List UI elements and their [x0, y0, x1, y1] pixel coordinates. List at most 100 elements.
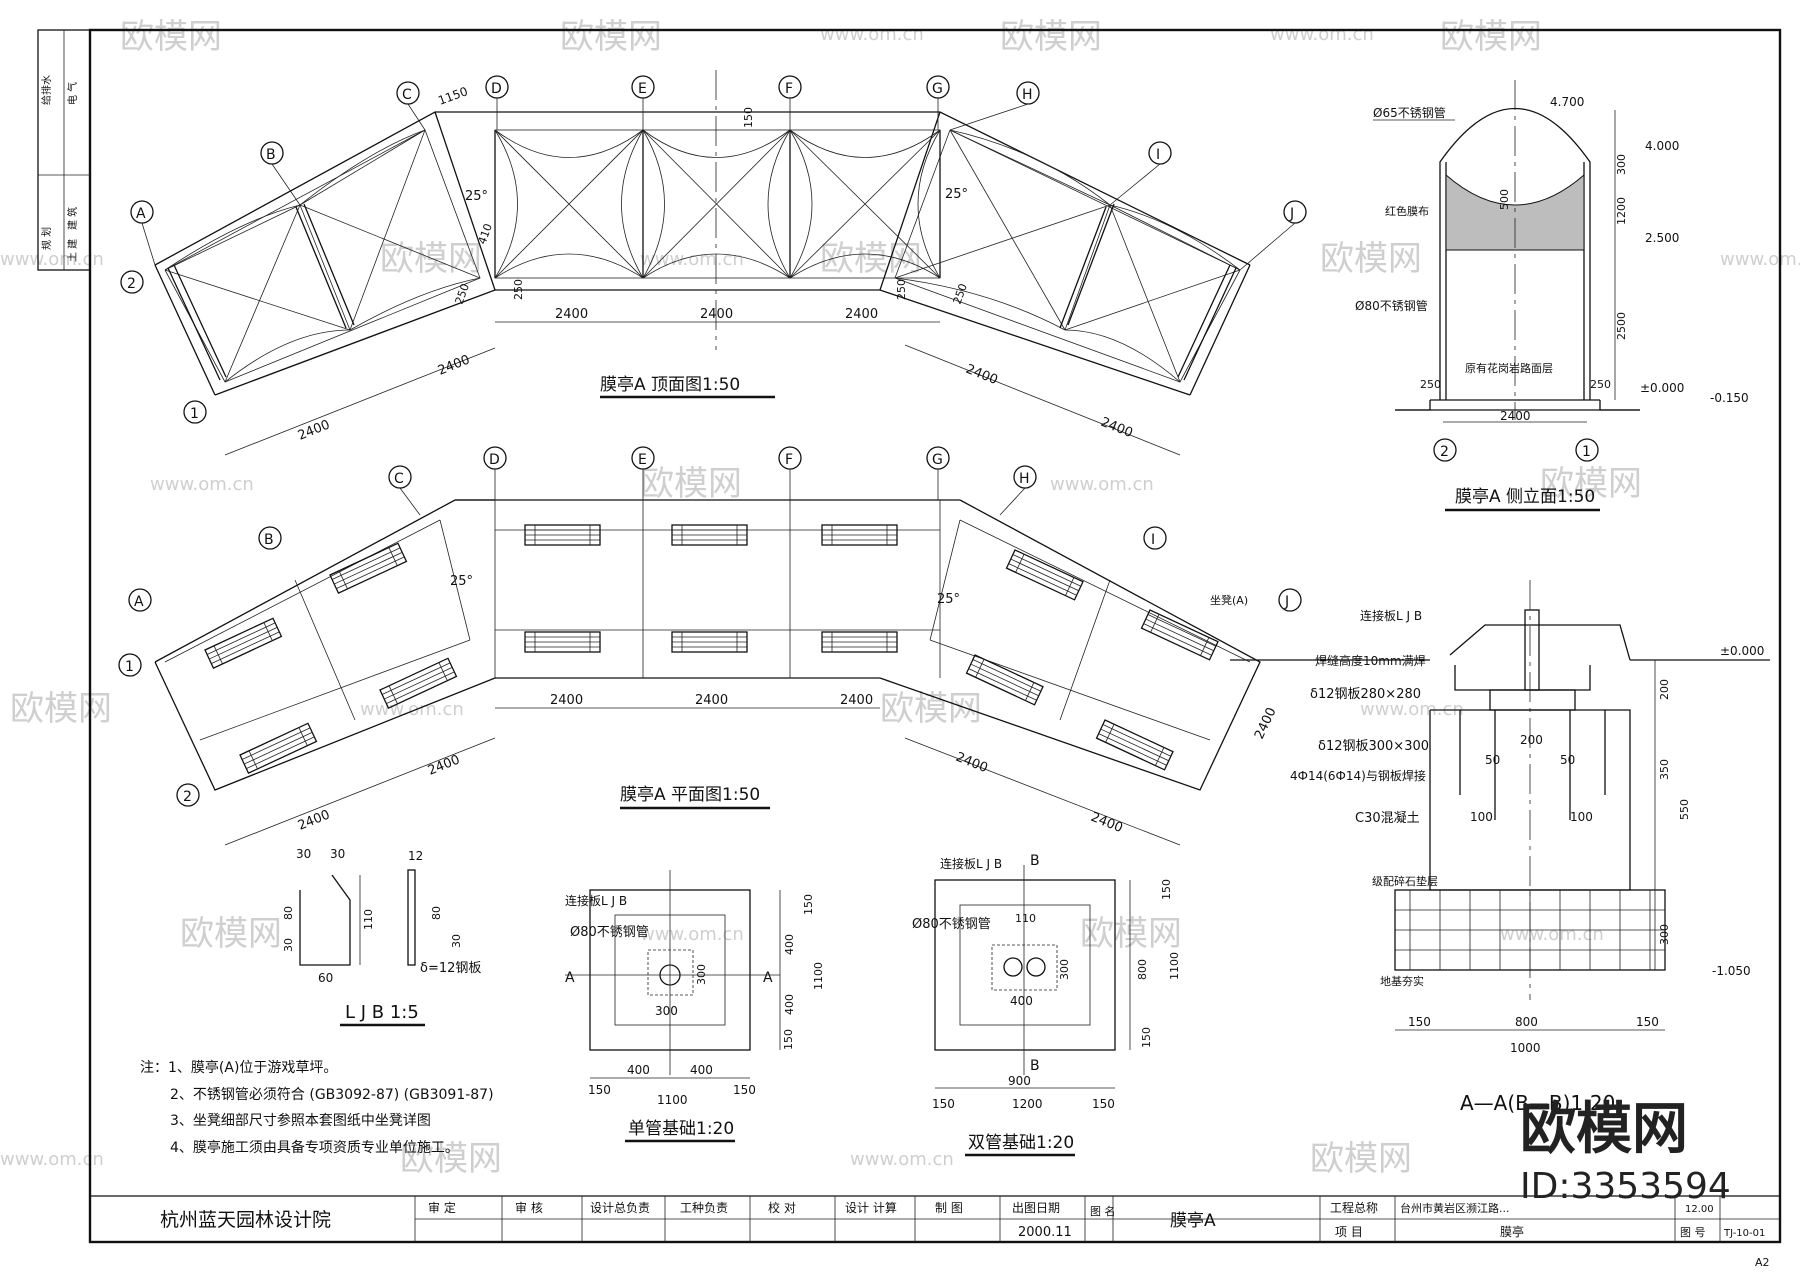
- dim-label: 500: [1498, 189, 1511, 210]
- axis-label: C: [402, 87, 412, 103]
- role-label: 设计 计算: [845, 1200, 897, 1215]
- dim-label: 60: [318, 971, 333, 985]
- axis-bubbles-roof: A B C D E F G H I J 2 1: [120, 75, 1307, 424]
- dim-label: 30: [450, 934, 463, 948]
- axis-label: 1: [1582, 444, 1591, 460]
- elev-label: 4.700: [1550, 95, 1584, 109]
- dim-label: 2400: [700, 307, 733, 322]
- plate280-label: δ12钢板280×280: [1310, 687, 1421, 702]
- watermark-site: www.om.cn: [150, 474, 254, 495]
- dim-label: 250: [951, 282, 970, 306]
- dim-label: 30: [330, 847, 345, 861]
- roof-plan-title: 膜亭A 顶面图1:50: [600, 375, 740, 395]
- elev-label: -1.050: [1712, 964, 1751, 978]
- dim-label: 300: [655, 1004, 678, 1018]
- side-strip-label: 建 筑: [66, 207, 79, 230]
- dim-label: 1200: [1012, 1097, 1043, 1111]
- dim-label: 400: [783, 934, 796, 955]
- axis-label: B: [266, 147, 276, 163]
- side-strip-label: 土 建: [66, 239, 79, 262]
- project-name: 台州市黄岩区濒江路...: [1400, 1201, 1510, 1215]
- dim-label: 2400: [845, 307, 878, 322]
- axis-label: D: [489, 452, 500, 468]
- axis-label: H: [1022, 87, 1033, 103]
- section-title: A—A(B—B)1:20: [1460, 1091, 1615, 1115]
- sheet-label: 图 号: [1680, 1226, 1706, 1239]
- watermark-brand: 欧模网: [1540, 464, 1642, 504]
- connector-label: 连接板L J B: [940, 856, 1002, 871]
- dim-label: 1000: [1510, 1041, 1541, 1055]
- watermark-brand: 欧模网: [640, 464, 742, 504]
- axis-label: J: [1284, 594, 1289, 610]
- issue-date: 2000.11: [1018, 1225, 1072, 1240]
- side-elevation-title: 膜亭A 侧立面1:50: [1455, 487, 1595, 507]
- dim-label: 400: [783, 994, 796, 1015]
- role-label: 设计总负责: [590, 1201, 650, 1215]
- dim-label: 1100: [657, 1093, 688, 1107]
- plate300-label: δ12钢板300×300: [1318, 739, 1429, 754]
- dim-label: 2400: [695, 693, 728, 708]
- dim-label: 2400: [1099, 415, 1135, 441]
- dim-label: 200: [1520, 733, 1543, 747]
- watermark-site: www.om.cn: [1720, 249, 1800, 270]
- dim-label: 12: [408, 849, 423, 863]
- watermark-brand: 欧模网: [820, 239, 922, 279]
- axis-label: A: [136, 206, 146, 222]
- axis-label: 1: [125, 659, 134, 675]
- floor-plan: 坐凳(A) 25° 25° 2400 2400 2400 2400 2400 2…: [118, 446, 1302, 846]
- note-line: 2、不锈钢管必须符合 (GB3092-87) (GB3091-87): [170, 1087, 494, 1103]
- paving-label: 原有花岗岩路面层: [1465, 361, 1553, 375]
- axis-label: E: [638, 81, 647, 97]
- dim-label: 400: [690, 1063, 713, 1077]
- dim-label: 2400: [436, 352, 472, 378]
- axis-label: G: [932, 452, 943, 468]
- notes: 注：1、膜亭(A)位于游戏草坪。 2、不锈钢管必须符合 (GB3092-87) …: [140, 1059, 494, 1156]
- section-mark: B: [1030, 853, 1040, 869]
- pipe65-label: Ø65不锈钢管: [1373, 105, 1446, 120]
- angle-label: 25°: [937, 592, 960, 607]
- dim-label: 250: [895, 279, 908, 300]
- elev-label: ±0.000: [1720, 644, 1764, 658]
- weld-label: 焊缝高度10mm满焊: [1315, 653, 1426, 668]
- axis-label: F: [785, 81, 793, 97]
- side-strip-label: 给排水: [40, 75, 53, 105]
- dim-label: 150: [1092, 1097, 1115, 1111]
- dim-label: 2500: [1615, 312, 1628, 340]
- note-line: 注：1、膜亭(A)位于游戏草坪。: [140, 1059, 337, 1076]
- sheet-border: [88, 28, 1782, 1244]
- pipe80-label: Ø80不锈钢管: [912, 917, 991, 932]
- dim-label: 200: [1658, 679, 1671, 700]
- double-pipe-base: 连接板L J B Ø80不锈钢管 B B 110 400 300 900 150…: [912, 853, 1181, 1157]
- watermark-site: www.om.cn: [850, 1149, 954, 1170]
- watermark-brand: 欧模网: [1320, 239, 1422, 279]
- watermark-site: www.om.cn: [640, 924, 744, 945]
- axis-label: F: [785, 452, 793, 468]
- dim-label: 250: [512, 279, 525, 300]
- dim-label: 400: [627, 1063, 650, 1077]
- elev-label: -0.150: [1710, 391, 1749, 405]
- dim-label: 2400: [964, 362, 1000, 388]
- connector-label: 连接板L J B: [1360, 608, 1422, 623]
- company-name: 杭州蓝天园林设计院: [160, 1209, 331, 1231]
- watermark-brand: 欧模网: [180, 914, 282, 954]
- dim-label: 150: [802, 894, 815, 915]
- membrane-label: 红色膜布: [1385, 204, 1429, 218]
- ljb-title: L J B 1:5: [345, 1002, 419, 1023]
- dim-label: 30: [282, 938, 295, 952]
- pipe80-label: Ø80不锈钢管: [570, 925, 649, 940]
- ljb-detail: 30 30 80 30 110 60 12 80 30 δ=12钢板 L J B…: [282, 847, 481, 1027]
- dim-label: 150: [1408, 1015, 1431, 1029]
- c30-label: C30混凝土: [1355, 810, 1420, 826]
- dim-label: 250: [1590, 378, 1611, 391]
- dim-label: 900: [1008, 1074, 1031, 1088]
- double-base-title: 双管基础1:20: [968, 1133, 1074, 1153]
- watermark-brand: 欧模网: [1000, 17, 1102, 57]
- section-mark: A: [763, 970, 773, 986]
- role-label: 校 对: [768, 1200, 796, 1215]
- dim-label: 50: [1485, 753, 1500, 767]
- axis-label: 1: [190, 406, 199, 422]
- side-elevation: Ø65不锈钢管 红色膜布 Ø80不锈钢管 原有花岗岩路面层 4.700 4.00…: [1355, 80, 1749, 512]
- soil-label: 地基夯实: [1380, 974, 1424, 988]
- dim-label: 2400: [555, 307, 588, 322]
- dim-label: 150: [1636, 1015, 1659, 1029]
